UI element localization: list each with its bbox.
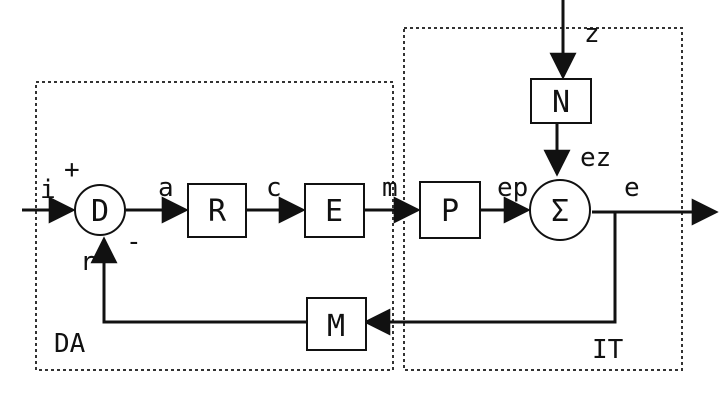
block-r <box>187 183 247 238</box>
summing-junction <box>529 179 591 241</box>
block-r-label: R <box>208 194 227 229</box>
signal-da-label: DA <box>54 329 86 359</box>
block-d-label: D <box>91 194 109 229</box>
signal-ep-label: ep <box>497 173 528 203</box>
feedback-line-to-m <box>363 212 617 336</box>
signal-it-label: IT <box>592 335 624 365</box>
block-n <box>530 78 592 124</box>
signal-a-label: a <box>158 173 174 203</box>
feedback-line-to-d <box>90 236 307 324</box>
signal-z-label: z <box>584 19 600 49</box>
signal-i-label: i <box>40 175 56 205</box>
signal-ez-label: ez <box>580 143 611 173</box>
sum-symbol: Σ <box>551 194 569 229</box>
controller-group-boundary <box>35 81 394 371</box>
signal-lines <box>22 0 719 336</box>
block-n-label: N <box>552 85 570 120</box>
plus-sign: + <box>64 155 80 185</box>
block-p <box>419 181 481 239</box>
comparator-d <box>74 184 126 236</box>
block-p-label: P <box>441 194 459 229</box>
block-e-label: E <box>325 194 343 229</box>
signal-m-label: m <box>382 173 398 203</box>
signal-r-label: r <box>80 247 96 277</box>
block-m-label: M <box>327 309 345 344</box>
signal-e-label: e <box>624 173 640 203</box>
block-e <box>304 183 365 238</box>
signal-c-label: c <box>266 173 282 203</box>
block-m <box>306 297 367 351</box>
minus-sign: - <box>126 227 142 257</box>
